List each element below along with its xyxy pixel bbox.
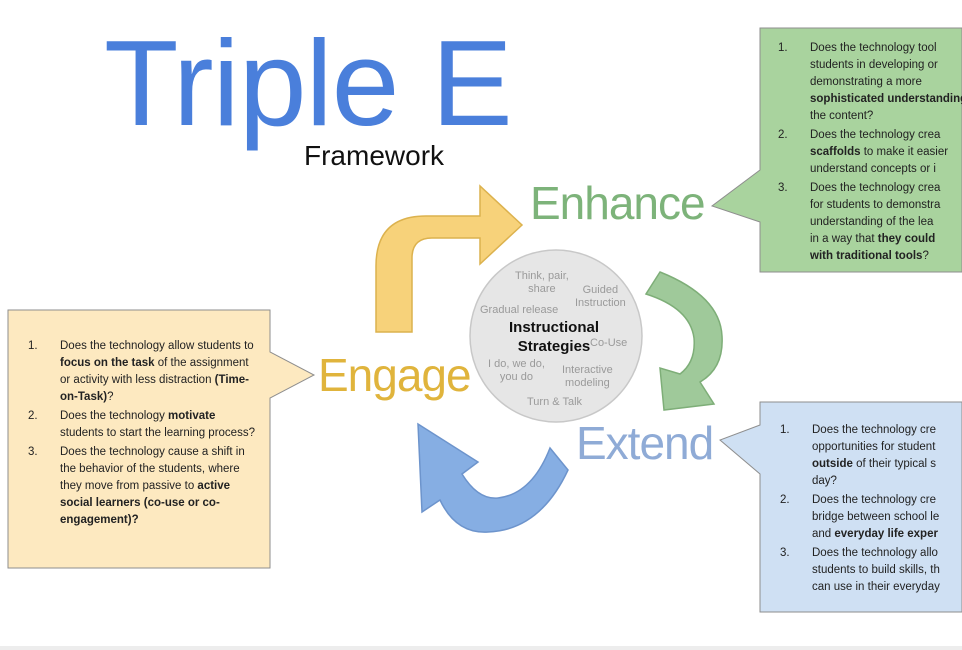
strategy-guided-instruction: Guided Instruction <box>575 284 626 310</box>
engage-callout-box <box>7 309 316 569</box>
instructional-strategies-circle <box>469 249 643 423</box>
strategy-text: Turn & Talk <box>527 396 583 408</box>
question-item: 3. Does the technology cause a shift in … <box>28 444 260 529</box>
question-text: Does the technology allow students to <box>60 340 254 352</box>
enhance-to-extend-arrow <box>644 271 723 411</box>
strategy-text: modeling <box>565 377 610 389</box>
question-line: Does the technology crea <box>810 182 941 194</box>
question-item: 2. Does the technology crea scaffolds to… <box>778 127 962 178</box>
diagram-title: Triple E <box>104 15 513 151</box>
strategy-text: Gradual release <box>480 304 559 316</box>
strategy-text: Interactive <box>562 364 613 376</box>
question-line: opportunities for student <box>812 441 936 453</box>
strategy-interactive-modeling: Interactive modeling <box>562 364 613 390</box>
question-number: 1. <box>28 340 38 352</box>
engage-to-enhance-arrow <box>375 184 524 333</box>
question-line: Does the technology allo <box>812 547 938 559</box>
strategy-turn-and-talk: Turn & Talk <box>527 396 582 409</box>
question-number: 1. <box>778 42 788 54</box>
strategy-text: Instruction <box>575 297 626 309</box>
question-line: ? <box>922 250 929 262</box>
question-line: Does the technology cre <box>812 424 937 436</box>
question-line: understand concepts or i <box>810 163 936 175</box>
question-emphasis: focus on the task <box>60 357 155 369</box>
question-number: 3. <box>780 547 790 559</box>
question-text: Does the technology cause a shift in the… <box>60 446 245 492</box>
question-line: the content? <box>810 110 874 122</box>
strategy-co-use: Co-Use <box>590 337 627 350</box>
question-line: and <box>812 528 835 540</box>
question-number: 3. <box>778 182 788 194</box>
question-number: 2. <box>28 410 38 422</box>
strategy-text: Guided <box>582 284 619 296</box>
enhance-callout-box <box>710 27 962 273</box>
question-text: students to start the learning process? <box>60 427 255 439</box>
engage-questions: 1. Does the technology allow students to… <box>28 338 260 558</box>
question-emphasis: scaffolds <box>810 146 861 158</box>
question-text: ? <box>107 391 114 403</box>
question-line: of their typical s <box>852 458 936 470</box>
question-number: 2. <box>780 494 790 506</box>
question-number: 2. <box>778 129 788 141</box>
question-text: Does the technology <box>60 410 169 422</box>
question-line: for students to demonstra <box>810 199 941 211</box>
strategy-think-pair-share: Think, pair, share <box>515 270 569 296</box>
stage-label-engage: Engage <box>318 349 472 401</box>
question-item: 3. Does the technology allo students to … <box>780 545 962 596</box>
question-line: bridge between school le <box>812 511 940 523</box>
question-emphasis: they could <box>877 233 936 245</box>
question-number: 1. <box>780 424 790 436</box>
question-item: 3. Does the technology crea for students… <box>778 180 962 265</box>
extend-to-engage-arrow <box>417 422 569 533</box>
question-text: of the assignment or activity with less … <box>60 357 249 386</box>
question-line: Does the technology crea <box>810 129 941 141</box>
bottom-divider <box>0 646 962 650</box>
stage-label-enhance: Enhance <box>530 177 706 229</box>
question-line: in a way that <box>810 233 878 245</box>
question-item: 1. Does the technology tool students in … <box>778 40 962 125</box>
question-item: 2. Does the technology motivate students… <box>28 408 260 442</box>
question-line: can use in their everyday <box>812 581 940 593</box>
question-line: students in developing or <box>810 59 938 71</box>
question-item: 1. Does the technology allow students to… <box>28 338 260 406</box>
question-line: Does the technology tool <box>810 42 937 54</box>
question-emphasis: with traditional tools <box>810 250 923 262</box>
question-emphasis: (Time-on-Task) <box>60 374 249 403</box>
question-line: day? <box>812 475 837 487</box>
strategy-text: share <box>528 283 556 295</box>
question-emphasis: motivate <box>168 410 216 422</box>
strategies-title-line: Strategies <box>517 338 591 355</box>
question-item: 1. Does the technology cre opportunities… <box>780 422 962 490</box>
strategy-text: I do, we do, <box>488 358 545 370</box>
strategy-text: Co-Use <box>590 337 628 349</box>
diagram-subtitle: Framework <box>304 140 445 171</box>
extend-questions: 1. Does the technology cre opportunities… <box>780 422 962 608</box>
question-emphasis: everyday life exper <box>834 528 938 540</box>
strategy-gradual-release: Gradual release <box>480 304 558 317</box>
strategy-text: Think, pair, <box>515 270 569 282</box>
question-emphasis: active social learners (co-use or co-eng… <box>60 480 231 526</box>
question-emphasis: sophisticated understanding <box>810 93 962 105</box>
question-line: understanding of the lea <box>810 216 934 228</box>
stage-label-extend: Extend <box>576 417 714 469</box>
question-line: demonstrating a more <box>810 76 922 88</box>
strategies-title-line: Instructional <box>508 319 599 336</box>
question-item: 2. Does the technology cre bridge betwee… <box>780 492 962 543</box>
enhance-questions: 1. Does the technology tool students in … <box>778 40 962 268</box>
strategy-i-do-we-do: I do, we do, you do <box>488 358 545 384</box>
extend-callout-box <box>719 401 962 613</box>
question-line: students to build skills, th <box>812 564 940 576</box>
question-line: Does the technology cre <box>812 494 937 506</box>
question-number: 3. <box>28 446 38 458</box>
strategies-center-title: Instructional Strategies <box>494 318 614 356</box>
question-emphasis: outside <box>812 458 853 470</box>
question-line: to make it easier <box>860 146 949 158</box>
strategy-text: you do <box>499 371 533 383</box>
